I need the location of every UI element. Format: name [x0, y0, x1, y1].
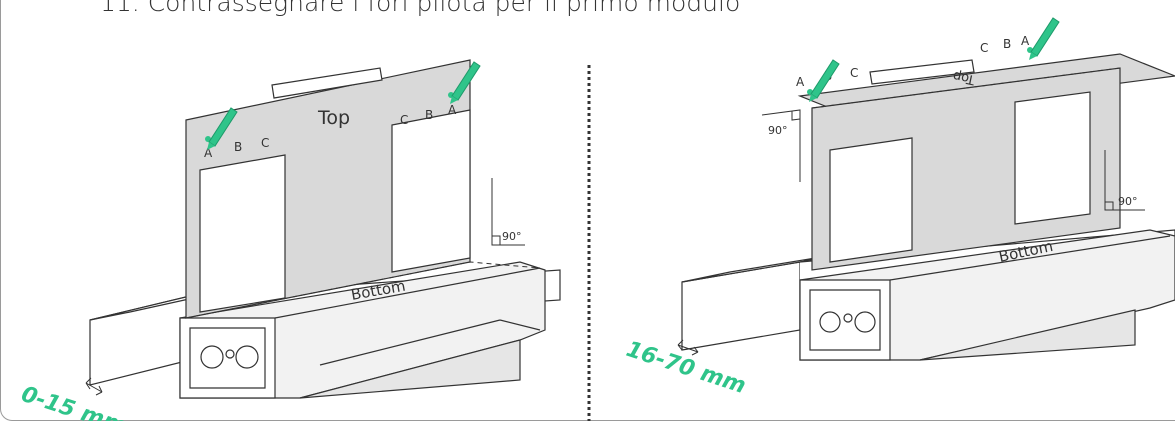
left-angle-marker: 90°: [491, 178, 525, 246]
svg-text:90°: 90°: [768, 124, 788, 137]
double-arrow-icon: [677, 339, 699, 356]
left-hole-label-c: C: [261, 136, 269, 150]
right-top-label: Top: [952, 68, 978, 87]
left-hole-label-a-right: A: [448, 103, 457, 117]
svg-text:A: A: [1021, 34, 1030, 48]
svg-text:B: B: [1003, 37, 1011, 51]
right-template-plate: Top Bottom A B C C B A: [796, 34, 1175, 271]
right-angle-marker-right: 90°: [1104, 150, 1145, 211]
left-template-plate: Top Bottom A B C C B A: [185, 59, 541, 319]
svg-text:C: C: [980, 41, 988, 55]
left-base-frame: [179, 261, 546, 399]
svg-text:C: C: [850, 66, 858, 80]
left-gap-label: 0-15 mm: [18, 382, 129, 421]
left-hole-label-b-right: B: [425, 108, 433, 122]
right-illustration: Top Bottom A B C C B A 90° 90°: [623, 17, 1175, 399]
right-angle-marker-left: 90°: [761, 109, 801, 182]
step-heading: 11. Contrassegnare i fori pilota per il …: [100, 0, 741, 17]
left-top-label: Top: [317, 107, 350, 129]
double-arrow-icon: [85, 377, 103, 396]
left-measurement: 0-15 mm: [18, 377, 129, 421]
left-hole-label-a: A: [204, 146, 213, 160]
left-hole-label-c-right: C: [400, 113, 408, 127]
svg-text:A: A: [796, 75, 805, 89]
left-front-connectors: [200, 345, 259, 369]
left-illustration: Top Bottom A B C C B A 90° 0-15 mm: [18, 59, 561, 421]
svg-text:90°: 90°: [1118, 195, 1138, 208]
svg-text:90°: 90°: [502, 230, 522, 243]
right-front-connectors: [819, 311, 876, 333]
pencil-icon: [1028, 17, 1060, 61]
left-hole-label-b: B: [234, 140, 242, 154]
